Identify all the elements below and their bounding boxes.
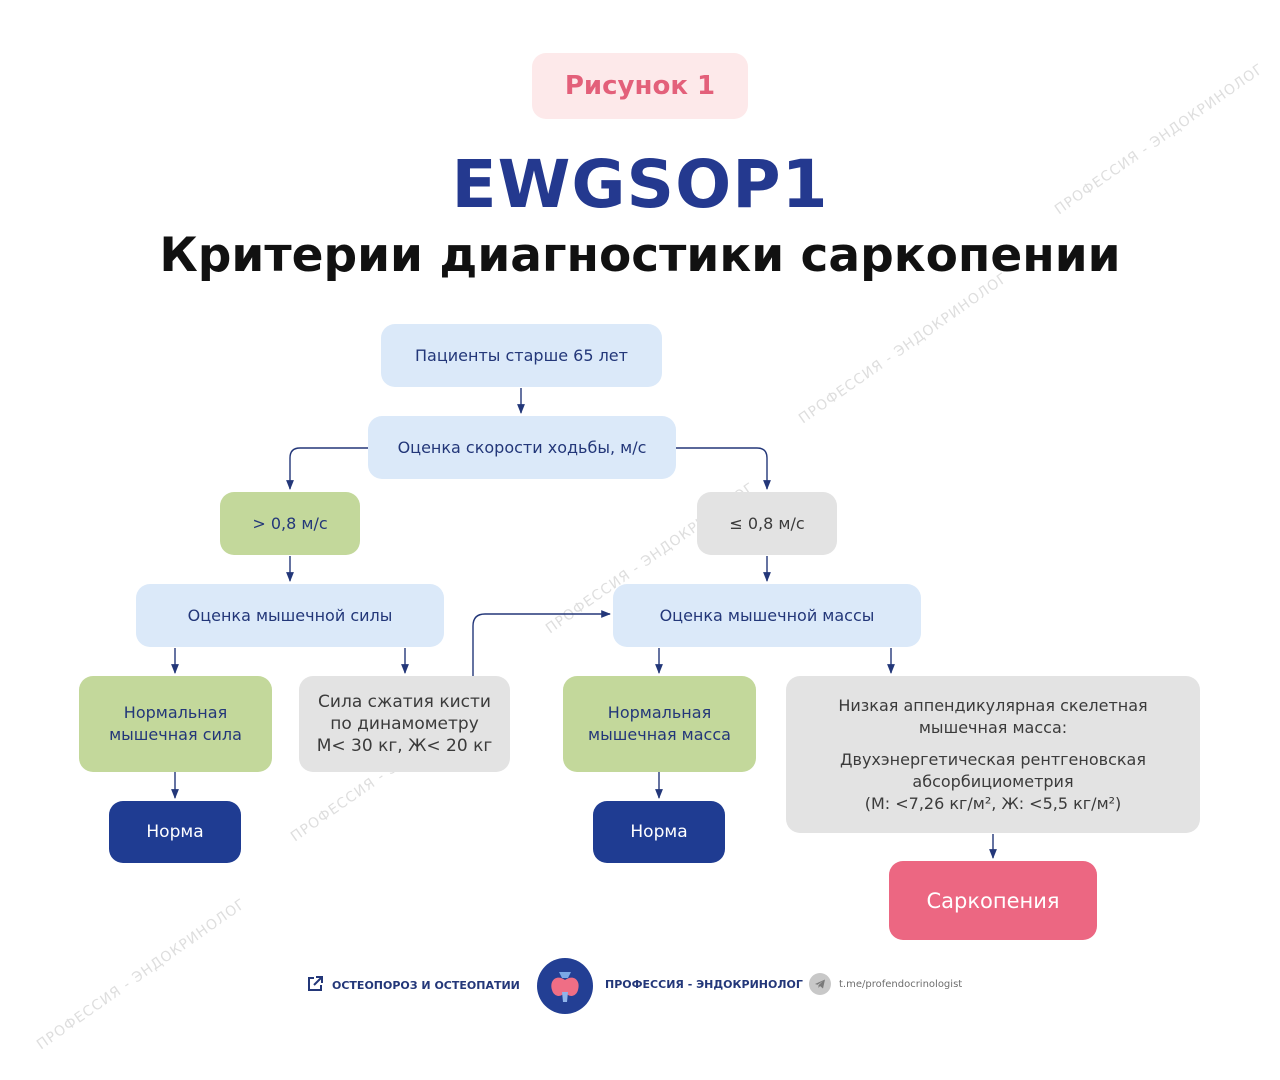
speed-high-label: > 0,8 м/с [252,513,328,533]
sarcopenia-label: Саркопения [926,888,1060,913]
dxa-line: Двухэнергетическая рентгеновская [840,749,1146,769]
figure-badge: Рисунок 1 [532,53,748,119]
footer-telegram-link[interactable]: t.me/profendocrinologist [809,973,962,995]
telegram-icon [809,973,831,995]
grip-line: М< 30 кг, Ж< 20 кг [316,736,493,756]
footer-osteoporosis-link[interactable]: ОСТЕОПОРОЗ И ОСТЕОПАТИИ [306,975,520,996]
sarcopenia-box: Саркопения [889,861,1097,940]
speed-high-box: > 0,8 м/с [220,492,360,555]
normal-strength-box: Нормальная мышечная сила [79,676,272,772]
gait-speed-box: Оценка скорости ходьбы, м/с [368,416,676,479]
grip-strength-box: Сила сжатия кисти по динамометру М< 30 к… [299,676,510,772]
footer-brand: ПРОФЕССИЯ - ЭНДОКРИНОЛОГ [605,978,803,991]
arrow-gait-to-high [286,447,368,490]
strength-assessment-box: Оценка мышечной силы [136,584,444,647]
grip-line: по динамометру [330,714,479,734]
normal-mass-line: Нормальная [607,703,712,722]
norm-right-box: Норма [593,801,725,863]
grip-line: Сила сжатия кисти [318,692,491,712]
norm-left-box: Норма [109,801,241,863]
strength-assessment-label: Оценка мышечной силы [187,605,393,625]
normal-strength-line: мышечная сила [109,725,242,744]
dxa-line: абсорбициометрия [912,771,1074,791]
low-mass-line: Низкая аппендикулярная скелетная [838,695,1148,715]
norm-right-label: Норма [630,822,688,842]
speed-low-label: ≤ 0,8 м/с [729,513,805,533]
dxa-thresholds: (М: <7,26 кг/м², Ж: <5,5 кг/м²) [864,793,1122,813]
normal-strength-line: Нормальная [123,703,228,722]
normal-mass-line: мышечная масса [588,725,731,744]
arrow-gait-to-low [676,447,771,490]
patients-label: Пациенты старше 65 лет [415,345,628,365]
arrow-grip-to-mass [472,610,611,676]
normal-mass-box: Нормальная мышечная масса [563,676,756,772]
page-subtitle: Критерии диагностики саркопении [159,228,1121,283]
low-mass-box: Низкая аппендикулярная скелетная мышечна… [786,676,1200,833]
page-title: EWGSOP1 [451,146,829,223]
footer-right-label: t.me/profendocrinologist [839,978,963,990]
external-link-icon [306,975,324,996]
patients-box: Пациенты старше 65 лет [381,324,662,387]
speed-low-box: ≤ 0,8 м/с [697,492,837,555]
mass-assessment-box: Оценка мышечной массы [613,584,921,647]
gait-speed-label: Оценка скорости ходьбы, м/с [397,437,647,457]
low-mass-line: мышечная масса: [918,717,1068,737]
footer-center-label: ПРОФЕССИЯ - ЭНДОКРИНОЛОГ [605,978,803,991]
mass-assessment-label: Оценка мышечной массы [659,605,875,625]
norm-left-label: Норма [146,822,204,842]
thyroid-logo-icon [537,958,593,1014]
footer-left-label: ОСТЕОПОРОЗ И ОСТЕОПАТИИ [332,979,520,992]
